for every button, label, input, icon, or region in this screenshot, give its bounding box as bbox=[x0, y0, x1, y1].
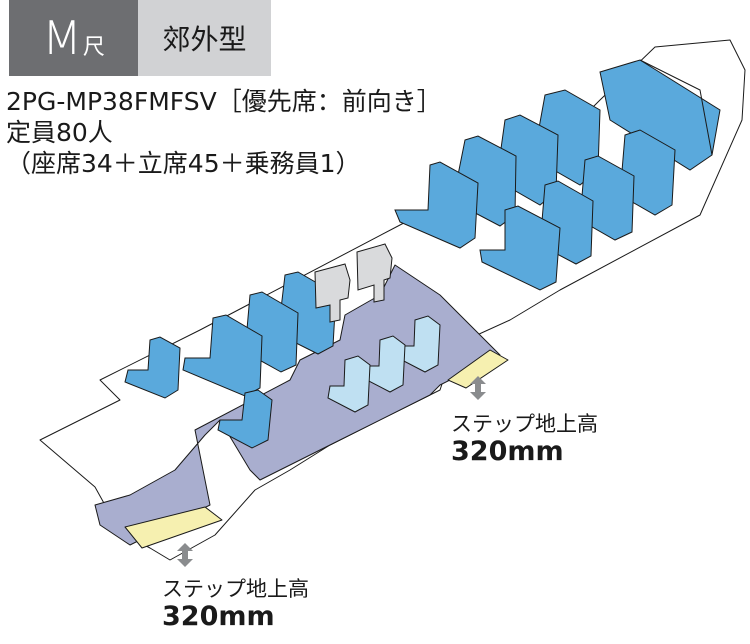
fare-machines bbox=[314, 243, 393, 323]
breakdown-line: （座席34＋立席45＋乗務員1） bbox=[6, 149, 361, 178]
step-arrow-icons bbox=[177, 376, 486, 567]
floor-aisle bbox=[94, 264, 501, 546]
size-letter: M bbox=[42, 11, 82, 65]
spec-block: 2PG-MP38FMFSV［優先席：前向き］ 定員80人 （座席34＋立席45＋… bbox=[6, 86, 442, 179]
type-badge: 郊外型 bbox=[138, 0, 271, 76]
rear-bench-seat bbox=[599, 59, 721, 171]
model-line: 2PG-MP38FMFSV［優先席：前向き］ bbox=[6, 87, 442, 116]
front-step bbox=[124, 506, 223, 549]
size-unit: 尺 bbox=[82, 35, 105, 60]
priority-seats bbox=[327, 315, 441, 413]
front-step-label: ステップ地上高 bbox=[162, 577, 309, 601]
rear-step-value: 320mm bbox=[451, 436, 564, 467]
rear-step-label: ステップ地上高 bbox=[451, 412, 598, 436]
capacity-line: 定員80人 bbox=[6, 118, 113, 147]
rear-step-annotation: ステップ地上高 320mm bbox=[451, 411, 598, 467]
front-step-value: 320mm bbox=[162, 601, 275, 632]
front-step-annotation: ステップ地上高 320mm bbox=[162, 576, 309, 632]
rear-seats bbox=[394, 89, 676, 291]
front-step-arrow-icon bbox=[177, 543, 193, 567]
rear-step-arrow-icon bbox=[470, 376, 486, 400]
rear-step bbox=[447, 349, 509, 389]
